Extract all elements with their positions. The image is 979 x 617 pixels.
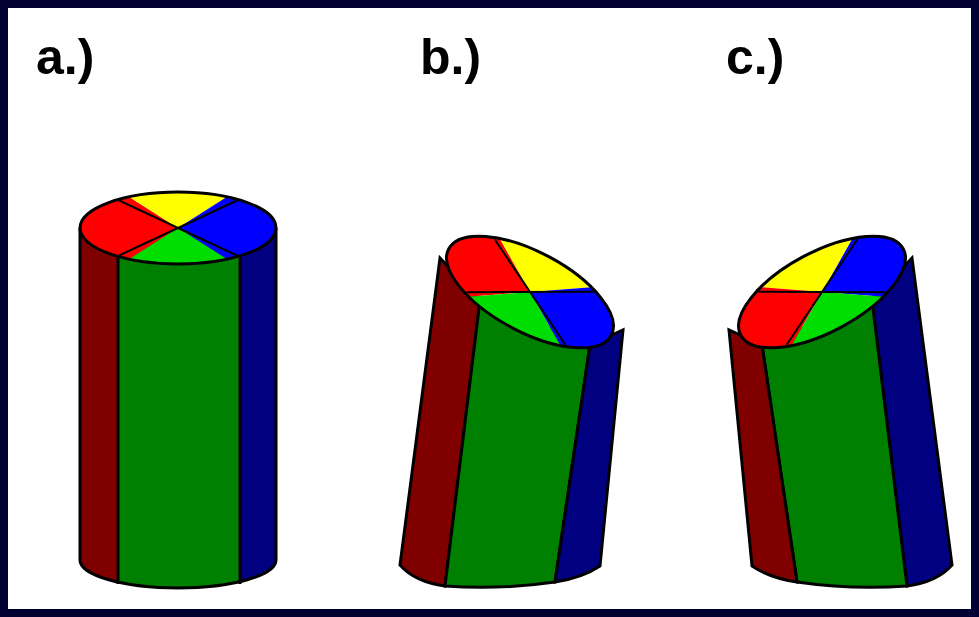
upright-cylinder — [68, 158, 288, 600]
tilted-cylinder — [400, 179, 660, 588]
panel-label: c.) — [726, 32, 784, 82]
panel-label: a.) — [36, 32, 94, 82]
tilted-cylinder — [692, 179, 952, 588]
panel-label: b.) — [420, 32, 481, 82]
